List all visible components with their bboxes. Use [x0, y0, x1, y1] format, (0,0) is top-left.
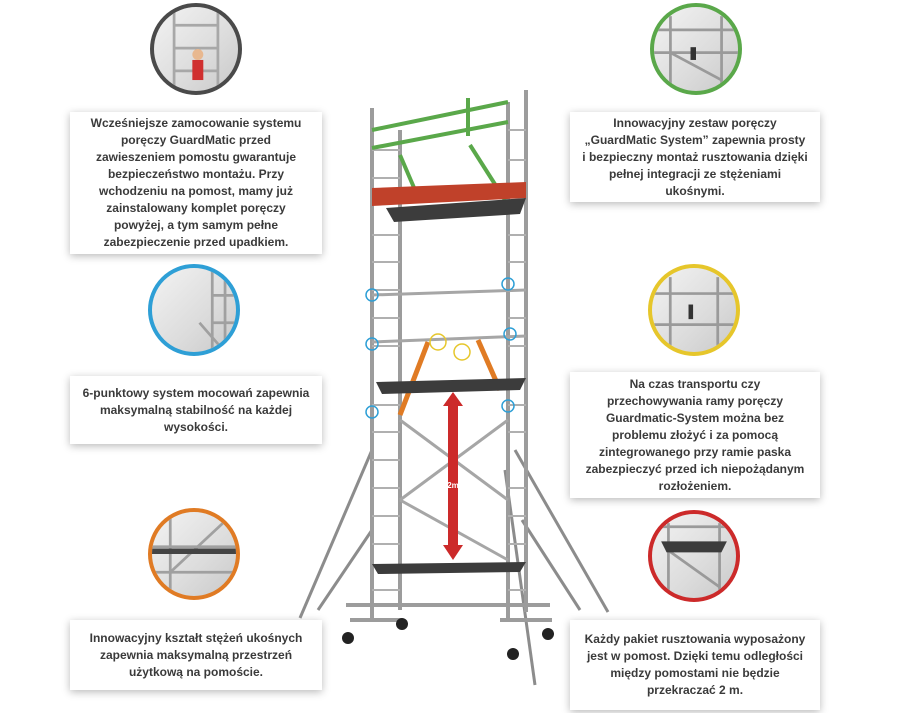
panel-text: Wcześniejsze zamocowanie systemu poręczy… — [90, 116, 302, 249]
middle-guardrails — [371, 288, 527, 344]
six-point-mount-markers — [365, 277, 517, 419]
info-panel-diagonal-brace: Innowacyjny kształt stężeń ukośnych zape… — [70, 620, 322, 690]
base-frame — [346, 603, 552, 622]
panel-text: Innowacyjny kształt stężeń ukośnych zape… — [89, 630, 303, 679]
info-panel-guardrail-mount: Wcześniejsze zamocowanie systemu poręczy… — [70, 112, 322, 254]
lower-platform-deck — [372, 562, 526, 574]
middle-platform-deck — [376, 378, 526, 394]
guardrail-mount-icon — [172, 7, 220, 91]
info-panel-six-point-mount: 6-punktowy system mocowań zapewnia maksy… — [70, 376, 322, 444]
top-platform-toeboard — [372, 182, 526, 206]
info-panel-folding-frame: Na czas transportu czy przechowywania ra… — [570, 372, 820, 498]
height-label: 2m — [447, 481, 459, 490]
detail-photo-guardrail-mount — [150, 3, 242, 95]
detail-photo-platform-package — [648, 510, 740, 602]
castor-wheels — [342, 618, 554, 660]
detail-photo-six-point-mount — [148, 264, 240, 356]
info-panel-guardmatic-system: Innowacyjny zestaw poręczy „GuardMatic S… — [570, 112, 820, 202]
frame-rungs — [372, 129, 526, 591]
detail-photo-diagonal-brace — [148, 508, 240, 600]
platform-package-icon — [652, 523, 736, 598]
diagonal-brace-icon — [152, 512, 236, 596]
fold-clip-markers — [429, 333, 471, 361]
height-arrow-icon — [443, 392, 463, 560]
detail-photo-guardmatic-rail — [650, 3, 742, 95]
guardmatic-rail-icon — [654, 16, 738, 91]
outrigger-braces — [298, 449, 610, 686]
guardmatic-top-rail — [371, 98, 509, 202]
panel-text: Innowacyjny zestaw poręczy „GuardMatic S… — [582, 115, 808, 198]
scaffold-illustration: 2m — [298, 90, 610, 686]
detail-photo-folded-frame — [648, 264, 740, 356]
panel-text: Na czas transportu czy przechowywania ra… — [585, 376, 805, 493]
six-point-mount-icon — [198, 268, 236, 352]
panel-text: Każdy pakiet rusztowania wyposażony jest… — [584, 632, 806, 697]
panel-text: 6-punktowy system mocowań zapewnia maksy… — [82, 385, 310, 434]
top-platform-deck — [386, 198, 526, 222]
info-panel-platform-package: Każdy pakiet rusztowania wyposażony jest… — [570, 620, 820, 710]
folded-frame-icon — [652, 277, 736, 352]
